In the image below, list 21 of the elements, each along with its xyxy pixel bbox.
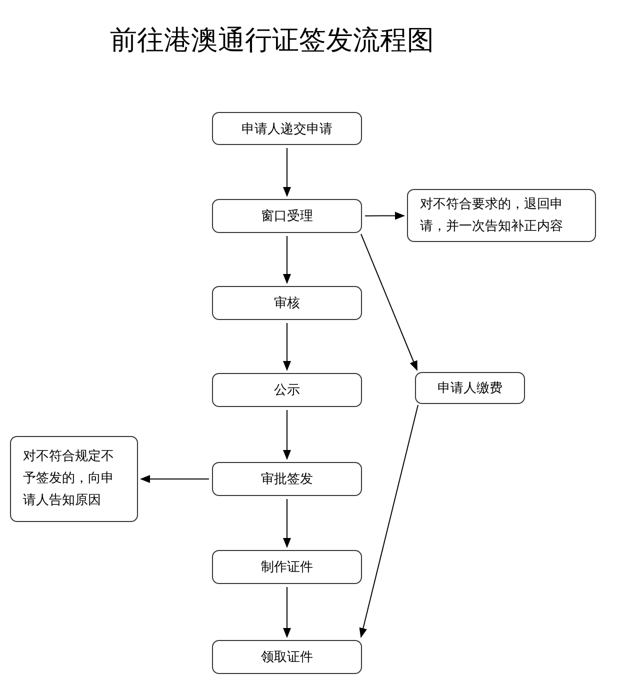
arrow — [283, 322, 291, 371]
arrow — [283, 586, 291, 638]
title: 前往港澳通行证签发流程图 — [110, 24, 434, 58]
process-box: 对不符合要求的，退回申请，并一次告知补正内容 — [407, 189, 596, 242]
process-box: 对不符合规定不予签发的，向申请人告知原因 — [10, 436, 138, 522]
process-box: 申请人递交申请 — [212, 112, 362, 145]
process-box: 公示 — [212, 373, 362, 407]
arrow — [283, 498, 291, 548]
process-box: 申请人缴费 — [415, 372, 525, 404]
arrow — [283, 236, 291, 284]
process-box: 领取证件 — [212, 640, 362, 674]
arrow — [364, 212, 405, 220]
process-box: 窗口受理 — [212, 199, 362, 233]
arrow — [359, 404, 418, 638]
arrow — [360, 234, 418, 371]
arrow — [140, 475, 210, 483]
process-box: 审核 — [212, 286, 362, 320]
process-box: 制作证件 — [212, 550, 362, 584]
process-box: 审批签发 — [212, 462, 362, 496]
arrow — [283, 148, 291, 197]
arrow — [283, 410, 291, 460]
